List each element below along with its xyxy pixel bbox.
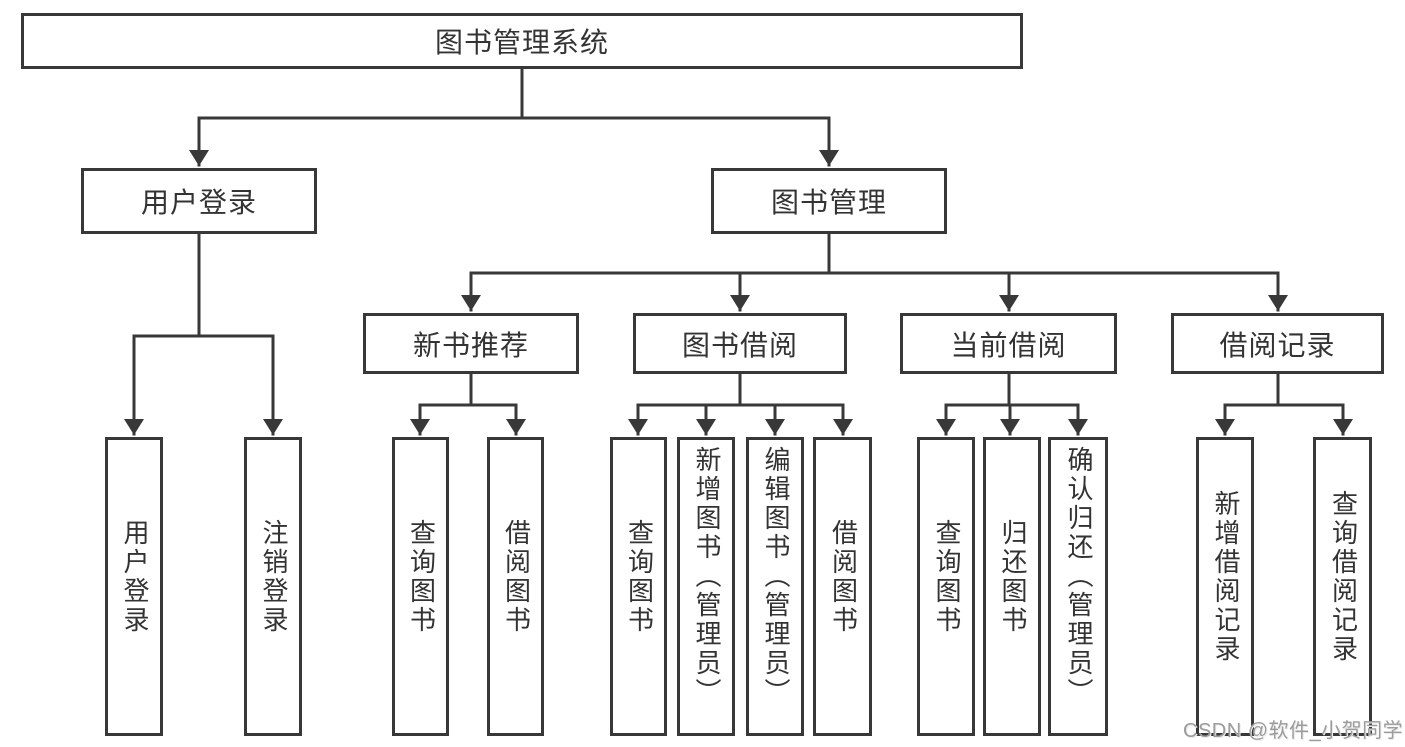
leaf-current-query-books: 查询图书 bbox=[917, 437, 975, 736]
node-root-library-system: 图书管理系统 bbox=[21, 13, 1023, 69]
leaf-user-login: 用户登录 bbox=[105, 437, 163, 736]
connector-book-management-to-level3 bbox=[461, 232, 1288, 312]
leaf-query-borrow-record: 查询借阅记录 bbox=[1313, 437, 1372, 736]
connector-current-borrow-to-leaves bbox=[936, 372, 1088, 436]
connector-new-book-recommend-to-leaves bbox=[410, 372, 526, 436]
node-current-borrow: 当前借阅 bbox=[900, 313, 1117, 374]
csdn-watermark: CSDN @软件_小贺同学 bbox=[1183, 720, 1404, 742]
leaf-borrow-query-books: 查询图书 bbox=[610, 437, 667, 736]
leaf-logout-login: 注销登录 bbox=[244, 437, 302, 736]
node-book-management: 图书管理 bbox=[711, 168, 947, 234]
leaf-borrow-books: 借阅图书 bbox=[813, 437, 872, 736]
leaf-recommend-query-books: 查询图书 bbox=[392, 437, 449, 736]
connector-root-to-level2 bbox=[189, 67, 839, 167]
connector-book-borrow-to-leaves bbox=[628, 372, 853, 436]
leaf-add-books-admin: 新增图书（管理员） bbox=[677, 437, 735, 736]
connector-borrow-records-to-leaves bbox=[1215, 372, 1353, 436]
leaf-confirm-return-admin: 确认归还（管理员） bbox=[1048, 437, 1108, 736]
leaf-add-borrow-record: 新增借阅记录 bbox=[1196, 437, 1254, 736]
leaf-recommend-borrow-books: 借阅图书 bbox=[487, 437, 544, 736]
node-borrow-records: 借阅记录 bbox=[1171, 313, 1384, 374]
node-book-borrow: 图书借阅 bbox=[633, 313, 847, 374]
leaf-return-books: 归还图书 bbox=[983, 437, 1041, 736]
connector-user-login-to-leaves bbox=[124, 232, 283, 436]
node-new-book-recommend: 新书推荐 bbox=[363, 313, 579, 374]
node-user-login: 用户登录 bbox=[81, 168, 317, 234]
leaf-edit-books-admin: 编辑图书（管理员） bbox=[746, 437, 804, 736]
